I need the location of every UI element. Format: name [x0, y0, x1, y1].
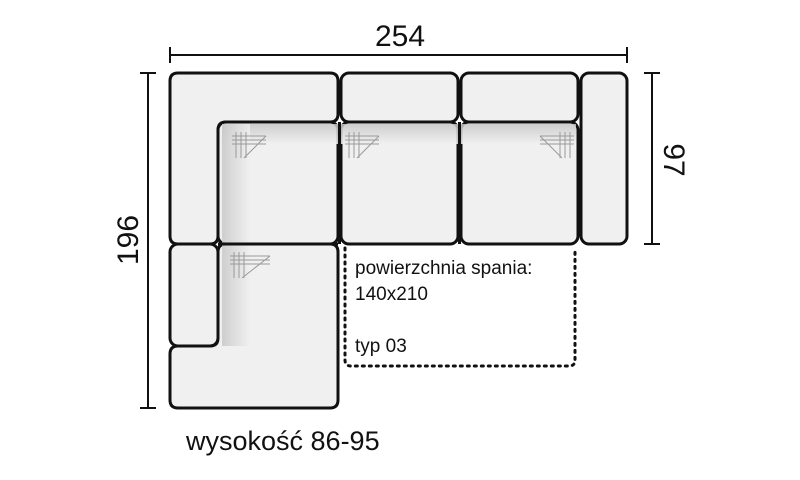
stitch-mark-2: [345, 132, 380, 159]
height-note: wysokość 86-95: [185, 426, 380, 456]
stitch-mark-4: [230, 252, 271, 279]
width-dimension-label: 254: [375, 20, 425, 53]
depth-dimension-label: 196: [112, 215, 145, 265]
side-shadow-strip: [222, 124, 250, 346]
seat-depth-dimension: 97: [644, 72, 690, 245]
chaise-seat: [168, 242, 340, 410]
sleeping-area-label: powierzchnia spania:: [355, 258, 532, 279]
sleeping-area-size: 140x210: [355, 284, 428, 305]
sofa-modules: [168, 71, 629, 410]
left-armrest: [168, 242, 220, 348]
right-armrest: [579, 71, 629, 246]
depth-dimension: 196: [112, 72, 156, 409]
backrest-middle: [339, 71, 460, 124]
stitch-mark-3: [539, 132, 574, 159]
backrest-right: [459, 71, 580, 124]
seat-depth-dimension-label: 97: [657, 143, 690, 176]
width-dimension: 254: [169, 20, 628, 63]
back-shadow-strip: [222, 124, 576, 144]
sleeping-area-outline: [343, 246, 577, 368]
sleeping-area-type: typ 03: [355, 336, 407, 357]
stitch-mark-1: [232, 132, 267, 159]
